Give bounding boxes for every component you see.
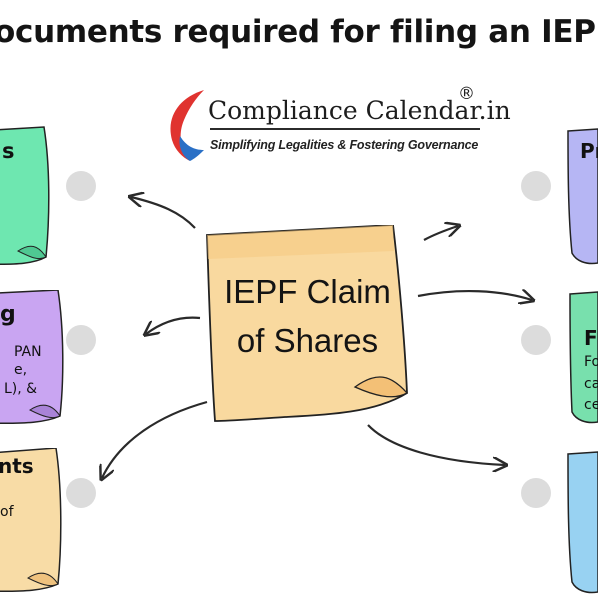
page-title: ocuments required for filing an IEPF [0, 14, 598, 50]
sticky-note-paper [567, 451, 598, 594]
left-bullet-dot [66, 171, 96, 201]
right-note-1-heading: Pr [580, 139, 598, 163]
logo-divider [210, 128, 480, 130]
right-note-2-line-1: Fo [584, 354, 598, 370]
left-bullet-dot [66, 325, 96, 355]
center-note: IEPF Claim of Shares [205, 225, 410, 423]
arrow-to-bottom-right [367, 424, 505, 465]
sticky-note-paper [0, 290, 64, 425]
right-note-2-line-2: ca [584, 376, 598, 392]
sticky-note-paper [206, 225, 409, 422]
right-bullet-dot [521, 478, 551, 508]
left-note-1: s [0, 125, 50, 267]
center-title-line-2: of Shares [236, 322, 379, 359]
right-note-2: F Fo ca ce [568, 290, 598, 424]
left-note-2-line-1: PAN [14, 344, 42, 360]
left-note-2-line-2: e, [14, 362, 28, 378]
arrow-to-mid-left [146, 316, 201, 334]
sticky-note-paper [567, 128, 598, 265]
left-note-2-heading: g [0, 302, 16, 327]
arrow-to-top-left [131, 197, 196, 229]
sticky-note-paper [569, 291, 598, 424]
logo-swoosh-icon [170, 90, 204, 161]
arrow-to-mid-right [417, 291, 532, 300]
right-note-1: Pr [566, 125, 598, 265]
right-note-2-heading: F [584, 326, 598, 350]
left-note-2-line-3: L), & [4, 381, 38, 397]
logo-name: Compliance Calendar.in [208, 96, 511, 125]
left-note-3-heading: nts [0, 454, 34, 478]
left-bullet-dot [66, 478, 96, 508]
center-title-line-1: IEPF Claim [224, 273, 391, 310]
left-note-1-heading: s [2, 139, 15, 163]
logo-tagline: Simplifying Legalities & Fostering Gover… [210, 138, 479, 152]
registered-mark: ® [458, 84, 475, 104]
compliance-calendar-logo: Compliance Calendar.in ® Simplifying Leg… [160, 84, 511, 168]
arrow-to-top-right [423, 226, 458, 241]
left-note-3-line-1: of [0, 504, 14, 520]
left-note-2: g PAN e, L), & [0, 290, 64, 426]
left-note-3: nts of [0, 448, 62, 594]
right-bullet-dot [521, 325, 551, 355]
right-note-3 [566, 448, 598, 594]
sticky-note-paper [0, 448, 62, 593]
sticky-note-paper [0, 126, 50, 266]
right-note-2-line-3: ce [584, 397, 598, 413]
arrow-to-bottom-left [102, 400, 208, 478]
right-bullet-dot [521, 171, 551, 201]
